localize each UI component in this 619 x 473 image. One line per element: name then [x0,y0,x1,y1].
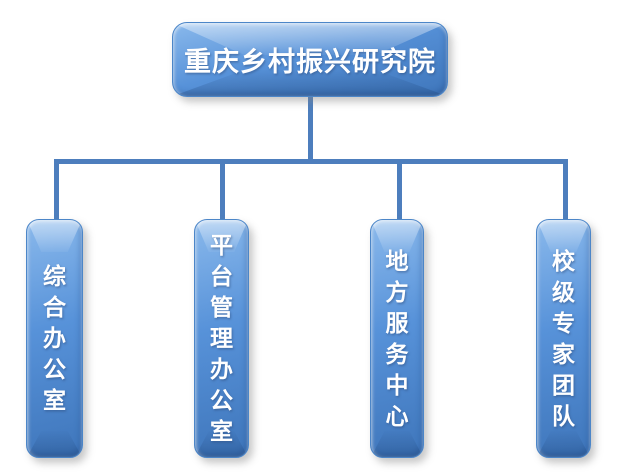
connector-stem [308,96,313,162]
connector-drop-3 [397,161,402,220]
dept-node-label: 校级专家团队 [552,247,575,430]
root-node-label: 重庆乡村振兴研究院 [184,47,436,78]
dept-node-label: 地方服务中心 [385,247,409,430]
root-node: 重庆乡村振兴研究院 [172,22,448,97]
dept-node-university-expert-team: 校级专家团队 [536,219,591,458]
connector-drop-2 [220,161,225,220]
dept-node-general-office: 综合办公室 [26,219,83,458]
connector-bar [54,159,568,164]
dept-node-platform-management-office: 平台管理办公室 [194,219,249,458]
connector-drop-4 [563,161,568,220]
dept-node-label: 综合办公室 [43,263,66,414]
dept-node-label: 平台管理办公室 [210,232,233,445]
dept-node-local-service-center: 地方服务中心 [370,219,424,458]
connector-drop-1 [54,161,59,220]
